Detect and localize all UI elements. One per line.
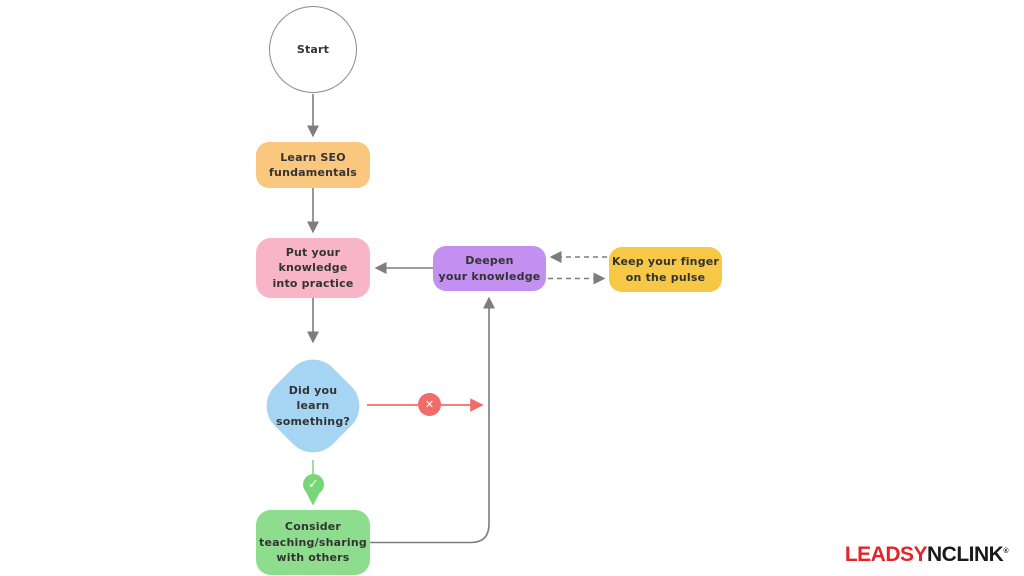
node-consider-teaching-sharing: Consider teaching/sharing with others	[256, 510, 370, 575]
logo-part1: LEADSY	[844, 543, 928, 566]
node-learn-seo-fundamentals: Learn SEO fundamentals	[256, 142, 370, 188]
node-deepen-label: Deepen your knowledge	[438, 254, 541, 283]
node-deepen-your-knowledge: Deepen your knowledge	[433, 246, 546, 291]
edge-share-deepen	[370, 296, 495, 544]
node-keep-finger-on-pulse: Keep your finger on the pulse	[609, 247, 722, 292]
cross-glyph: ✕	[424, 398, 435, 411]
check-glyph: ✓	[308, 477, 319, 492]
node-put-knowledge-into-practice: Put your knowledge into practice	[256, 238, 370, 298]
node-practice-label: Put your knowledge into practice	[272, 245, 354, 290]
node-did-you-learn-something: Did you learn something?	[263, 365, 363, 447]
node-start-label: Start	[296, 42, 330, 56]
node-learn-label: Learn SEO fundamentals	[269, 150, 357, 179]
leadsynclink-logo: LEADSYNCLINK®	[844, 543, 1009, 567]
node-start: Start	[269, 6, 357, 93]
node-share-label: Consider teaching/sharing with others	[259, 520, 367, 565]
logo-part2: NCLINK	[927, 543, 1004, 566]
registered-mark-icon: ®	[1003, 548, 1008, 555]
no-cross-icon: ✕	[418, 393, 441, 416]
node-decision-label: Did you learn something?	[276, 383, 350, 428]
yes-check-icon: ✓	[303, 474, 324, 495]
node-pulse-label: Keep your finger on the pulse	[611, 255, 720, 284]
